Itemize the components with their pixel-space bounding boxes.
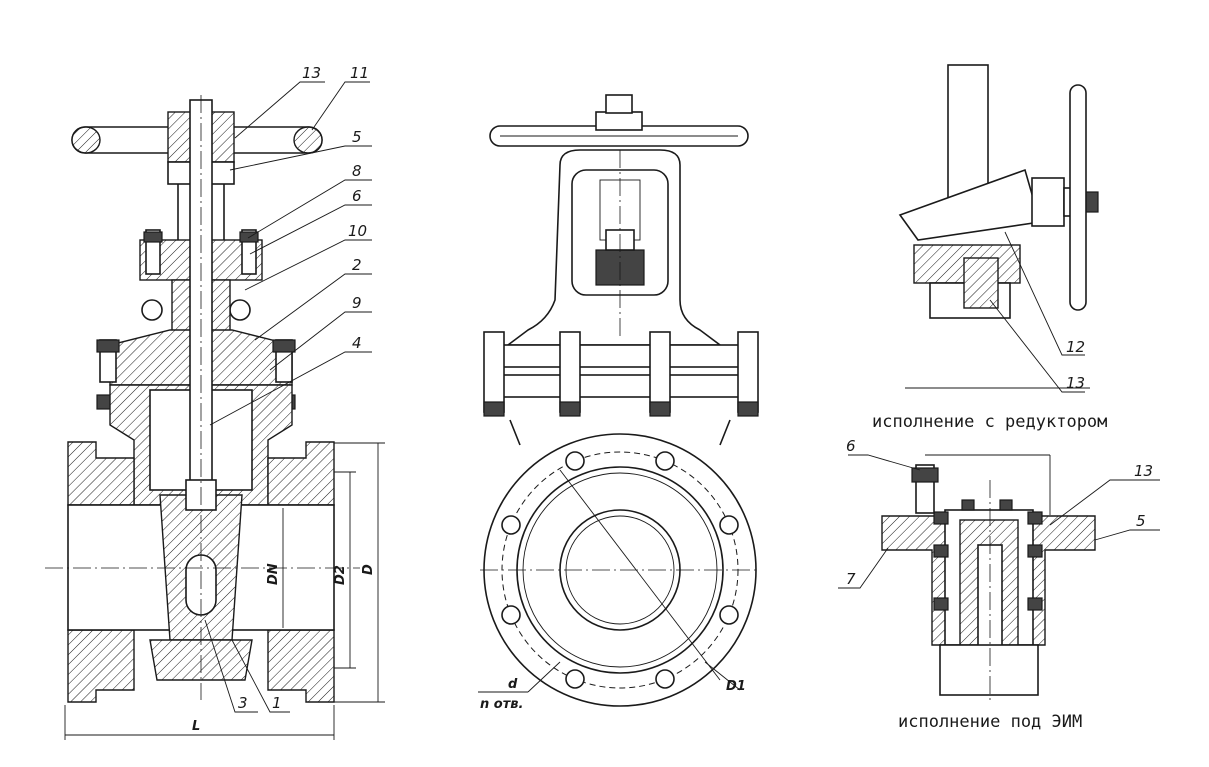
front-body-flange [489,374,753,398]
dim-d: D [361,564,376,575]
eim-label-13: 13 [1134,462,1153,480]
front-bonnet-flange [489,344,753,368]
label-2: 2 [352,256,362,274]
label-11: 11 [350,64,369,82]
gear-label-12: 12 [1066,338,1085,356]
dim-d1: D1 [726,679,746,694]
flange-right-top [267,441,335,506]
dim-hole-d: d [508,677,518,692]
flange-left-bottom [67,629,135,703]
caption-eim: исполнение под ЭИМ [898,712,1082,732]
label-5: 5 [352,128,362,146]
eim-label-7: 7 [846,570,856,588]
dim-hole-n: n отв. [480,697,523,712]
front-view [478,94,760,707]
eim-label-6: 6 [846,437,856,455]
label-13: 13 [302,64,321,82]
label-4: 4 [352,334,362,352]
dim-d2: D2 [333,565,348,585]
flange-left-top [67,441,135,506]
flange-right-bottom [267,629,335,703]
eim-view [838,454,1160,700]
dim-l: L [192,719,200,734]
label-3: 3 [238,694,248,712]
gearbox-view [898,64,1099,393]
gear-label-13: 13 [1066,374,1085,392]
section-view [45,81,385,740]
label-9: 9 [352,294,362,312]
gear-handwheel [1069,84,1087,311]
eim-label-5: 5 [1136,512,1146,530]
label-1: 1 [272,694,282,712]
caption-gearbox: исполнение с редуктором [872,412,1107,432]
label-10: 10 [348,222,367,240]
label-8: 8 [352,162,362,180]
dim-dn: DN [266,563,281,585]
label-6: 6 [352,187,362,205]
